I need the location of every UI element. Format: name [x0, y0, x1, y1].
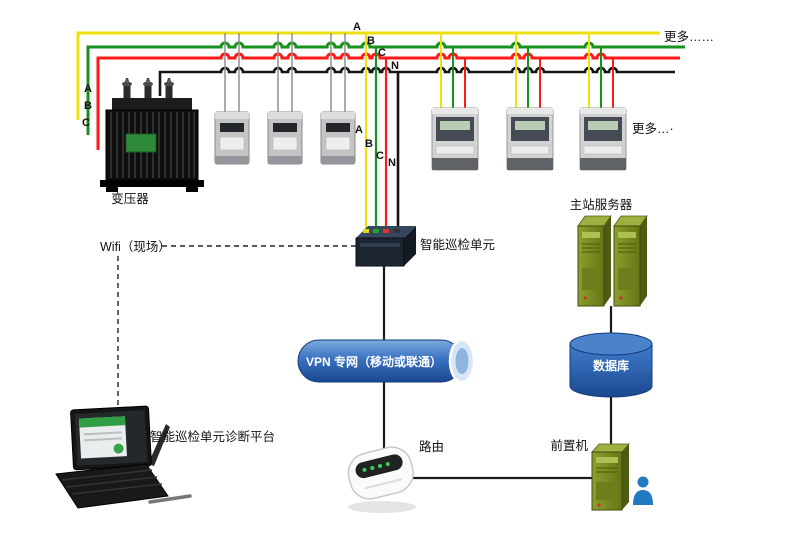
laptop-keyboard: [55, 463, 169, 509]
database-cylinder: [569, 332, 653, 398]
phase-label-top-c: C: [378, 47, 386, 59]
database-label: 数据库: [593, 358, 629, 373]
power-bus-lines: [76, 31, 685, 150]
three-phase-meter-3: [579, 107, 627, 171]
inspection-unit-side: [404, 226, 416, 266]
single-phase-meter-1: [214, 111, 250, 165]
network-connectors: [382, 266, 613, 480]
three-phase-meter-1: [431, 107, 479, 171]
front-machine-device: [591, 443, 630, 511]
phase-b-bus-line: [86, 41, 685, 135]
wifi-dashed-links: [117, 245, 356, 406]
diagram-labels: 变压器 Wifi（现场） 智能巡检单元 更多…… 更多…· VPN 专网（移动或…: [82, 21, 714, 454]
router-device: [347, 446, 414, 500]
transformer-base: [100, 180, 204, 187]
phase-label-left-c: C: [82, 117, 90, 129]
transformer-device: [100, 79, 204, 192]
vpn-label: VPN 专网（移动或联通）: [306, 354, 442, 369]
platform-label: 智能巡检单元诊断平台: [150, 429, 275, 444]
transformer-top-beam: [112, 98, 192, 111]
phase-label-mid-c: C: [376, 150, 384, 162]
phase-label-top-a: A: [353, 21, 361, 33]
laptop-kickstand: [148, 424, 170, 466]
router-shadow: [348, 501, 416, 513]
master-server-label: 主站服务器: [570, 197, 633, 212]
meter-drop-wires-left: [224, 33, 346, 112]
phase-c-bus-line: [96, 52, 680, 150]
person-icon: [633, 476, 653, 505]
single-phase-meter-3: [320, 111, 356, 165]
wifi-label: Wifi（现场）: [100, 240, 171, 254]
stylus: [148, 494, 192, 504]
vpn-pipe: [297, 338, 476, 384]
phase-label-mid-a: A: [355, 124, 363, 136]
diagnostic-laptop-device: [55, 405, 192, 509]
router-label: 路由: [419, 439, 444, 454]
server-tower-1: [577, 215, 612, 307]
phase-a-bus-line: [76, 31, 660, 120]
more-right-label: 更多…·: [632, 122, 674, 136]
transformer-bushings: [122, 79, 174, 100]
phase-label-top-b: B: [367, 35, 375, 47]
inspection-unit-front: [355, 237, 405, 267]
front-machine-label: 前置机: [550, 438, 588, 453]
master-station-servers: [577, 215, 648, 307]
phase-label-left-b: B: [84, 100, 92, 112]
inspection-unit-device: [355, 226, 416, 267]
transformer-nameplate: [125, 133, 157, 153]
meter-drop-wires-right: [440, 33, 614, 108]
transformer-label: 变压器: [111, 191, 149, 206]
phase-label-mid-b: B: [365, 138, 373, 150]
phase-label-mid-n: N: [388, 157, 396, 169]
server-tower-2: [613, 215, 648, 307]
three-phase-meter-2: [506, 107, 554, 171]
inspection-unit-label: 智能巡检单元: [420, 237, 495, 252]
phase-label-left-a: A: [84, 83, 92, 95]
inspection-unit-drop-wires: [364, 33, 400, 232]
more-top-label: 更多……: [664, 30, 714, 44]
neutral-bus-line: [158, 66, 675, 96]
phase-label-top-n: N: [391, 60, 399, 72]
single-phase-meter-2: [267, 111, 303, 165]
